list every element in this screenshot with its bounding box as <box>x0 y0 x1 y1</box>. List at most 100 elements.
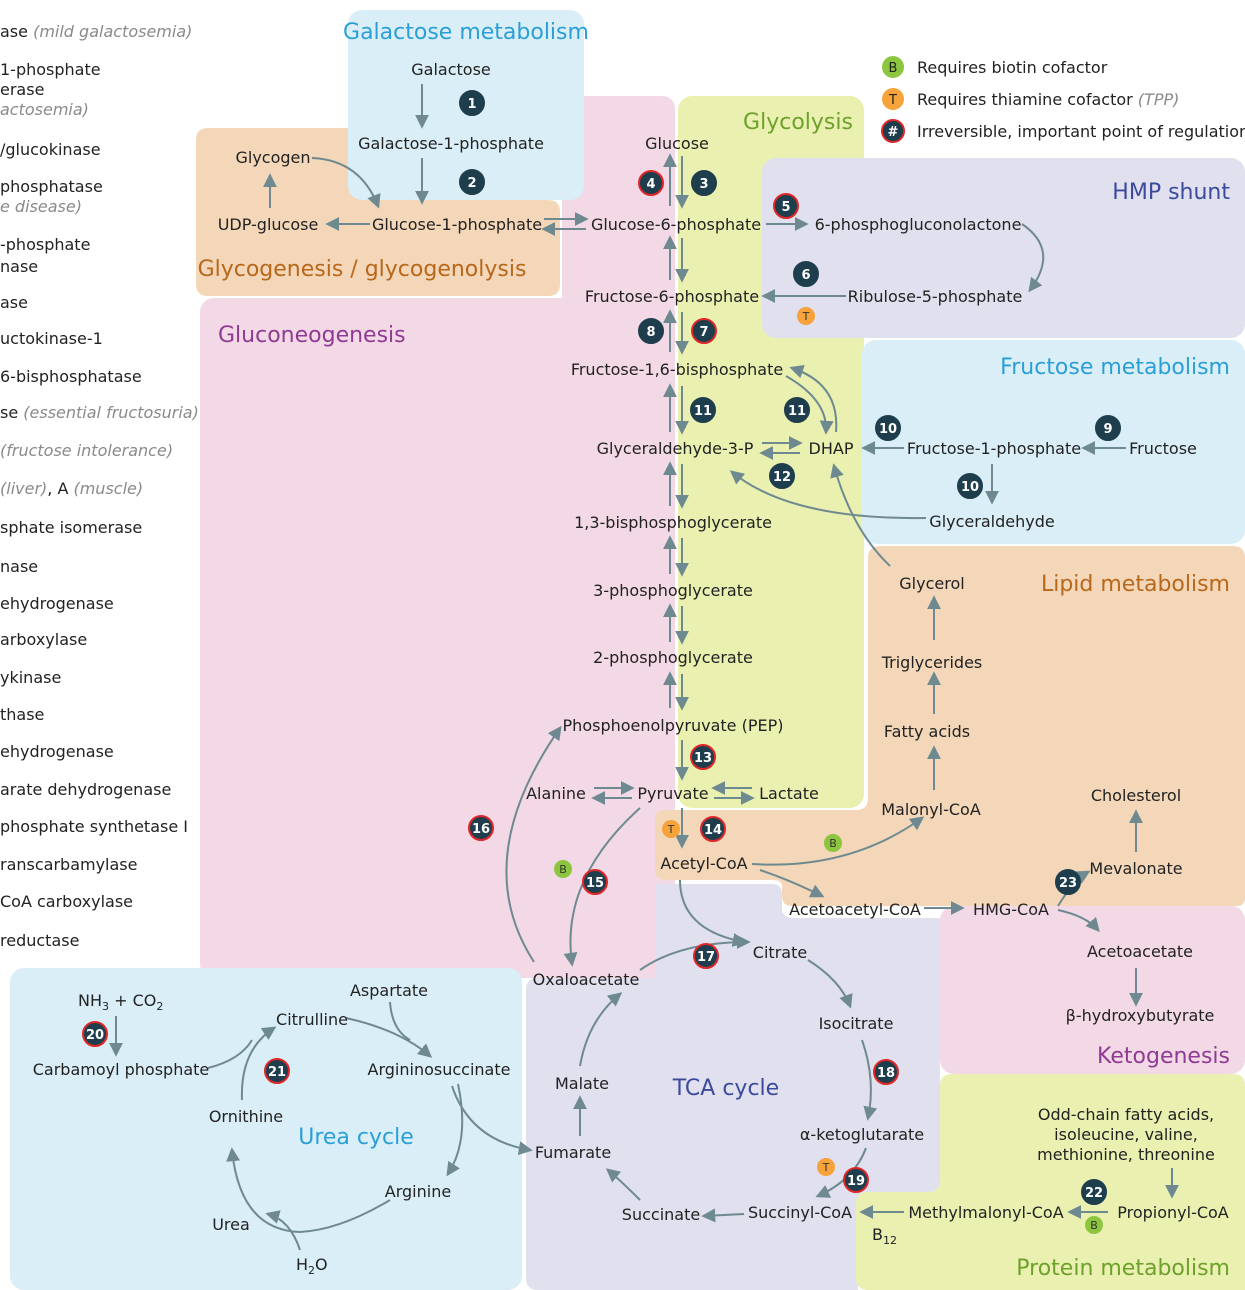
metabolite-ornithine: Ornithine <box>209 1107 283 1126</box>
protein-region <box>856 1074 1245 1290</box>
metabolite-malate: Malate <box>555 1074 609 1093</box>
svg-text:17: 17 <box>697 950 715 965</box>
metabolite-fructose-1-6-bisphosphate: Fructose-1,6-bisphosphate <box>571 360 783 379</box>
metabolite-1-3-bisphosphoglycerate: 1,3-bisphosphoglycerate <box>574 513 772 532</box>
gluconeogenesis-top-region <box>562 96 675 316</box>
svg-text:20: 20 <box>86 1028 104 1043</box>
svg-text:B: B <box>829 837 837 850</box>
metabolite-galactose-1-phosphate: Galactose-1-phosphate <box>358 134 544 153</box>
svg-text:8: 8 <box>646 325 655 340</box>
svg-text:B: B <box>1090 1219 1098 1232</box>
svg-text:22: 22 <box>1085 1186 1103 1201</box>
metabolite-glycerol: Glycerol <box>899 574 964 593</box>
metabolite-mevalonate: Mevalonate <box>1089 859 1182 878</box>
svg-text:4: 4 <box>646 177 655 192</box>
galactose-metabolism-title: Galactose metabolism <box>343 20 589 45</box>
metabolite-acetyl-coa: Acetyl-CoA <box>660 854 747 873</box>
metabolite-acetoacetyl-coa: Acetoacetyl-CoA <box>789 900 921 919</box>
svg-text:10: 10 <box>961 480 979 495</box>
enzyme-list-item: thase <box>0 705 44 724</box>
step-badge-18: 18 <box>873 1059 899 1085</box>
svg-text:5: 5 <box>781 200 790 215</box>
metabolite-h2o: H2O <box>296 1255 328 1277</box>
metabolite-argininosuccinate: Argininosuccinate <box>368 1060 511 1079</box>
metabolite-labels: Galactose Galactose-1-phosphate Glycogen… <box>33 60 1229 1277</box>
urea-cycle-title: Urea cycle <box>298 1125 414 1150</box>
step-badge-21: 21 <box>264 1058 290 1084</box>
odd-chain-line-1: Odd-chain fatty acids, <box>1038 1105 1214 1124</box>
metabolite-glucose-6-phosphate: Glucose-6-phosphate <box>591 215 761 234</box>
metabolite-3-phosphoglycerate: 3-phosphoglycerate <box>593 581 753 600</box>
enzyme-list-item: phosphate synthetase I <box>0 817 188 836</box>
metabolite-udp-glucose: UDP-glucose <box>218 215 319 234</box>
fructose-metabolism-title: Fructose metabolism <box>1000 355 1230 380</box>
hmp-region <box>762 158 1245 338</box>
odd-chain-line-3: methionine, threonine <box>1037 1145 1215 1164</box>
step-badge-22: 22 <box>1081 1179 1107 1205</box>
svg-text:1: 1 <box>467 97 476 112</box>
metabolite-isocitrate: Isocitrate <box>819 1014 894 1033</box>
svg-text:11: 11 <box>788 404 806 419</box>
svg-text:7: 7 <box>699 325 708 340</box>
thiamine-cofactor-icon: T <box>817 1158 835 1176</box>
thiamine-cofactor-icon: T <box>662 820 680 838</box>
metabolite-oxaloacetate: Oxaloacetate <box>533 970 640 989</box>
step-badge-5: 5 <box>773 193 799 219</box>
gluconeogenesis-region <box>200 298 675 978</box>
metabolite-ribulose-5-phosphate: Ribulose-5-phosphate <box>848 287 1023 306</box>
svg-text:18: 18 <box>877 1066 895 1081</box>
ketogenesis-title: Ketogenesis <box>1097 1044 1230 1069</box>
svg-text:2: 2 <box>467 176 476 191</box>
svg-text:9: 9 <box>1103 422 1112 437</box>
step-badge-11: 11 <box>690 397 716 423</box>
metabolite-pyruvate: Pyruvate <box>637 784 708 803</box>
metabolite-methylmalonyl-coa: Methylmalonyl-CoA <box>908 1203 1063 1222</box>
step-badge-20: 20 <box>82 1021 108 1047</box>
gluconeogenesis-title: Gluconeogenesis <box>218 323 406 348</box>
step-badge-17: 17 <box>693 943 719 969</box>
odd-chain-line-2: isoleucine, valine, <box>1054 1125 1198 1144</box>
hmp-shunt-title: HMP shunt <box>1112 180 1230 205</box>
enzyme-list-item: se (essential fructosuria) <box>0 403 199 422</box>
metabolite-glyceraldehyde-3-p: Glyceraldehyde-3-P <box>597 439 754 458</box>
metabolite-citrulline: Citrulline <box>276 1010 348 1029</box>
lipid-region <box>655 546 1245 906</box>
step-badge-19: 19 <box>843 1167 869 1193</box>
metabolite-galactose: Galactose <box>411 60 491 79</box>
enzyme-list-item: -phosphate <box>0 235 90 254</box>
metabolite-fructose: Fructose <box>1129 439 1197 458</box>
enzyme-list-item: ykinase <box>0 668 61 687</box>
lipid-metabolism-title: Lipid metabolism <box>1041 572 1230 597</box>
step-badge-14: 14 <box>700 816 726 842</box>
metabolite-malonyl-coa: Malonyl-CoA <box>881 800 981 819</box>
regulation-legend-symbol: # <box>888 125 899 140</box>
metabolite-2-phosphoglycerate: 2-phosphoglycerate <box>593 648 753 667</box>
regulation-legend-label: Irreversible, important point of regulat… <box>917 122 1245 141</box>
svg-text:16: 16 <box>472 822 490 837</box>
glycogen-region <box>196 128 560 296</box>
enzyme-list-item: ehydrogenase <box>0 594 114 613</box>
metabolite-dhap: DHAP <box>809 439 854 458</box>
enzyme-list-item: phosphatase <box>0 177 103 196</box>
thiamine-cofactor-icon: T <box>797 307 815 325</box>
metabolite-fumarate: Fumarate <box>535 1143 611 1162</box>
svg-text:B: B <box>559 863 567 876</box>
metabolite-succinyl-coa: Succinyl-CoA <box>748 1203 852 1222</box>
metabolite-succinate: Succinate <box>622 1205 700 1224</box>
metabolite-acetoacetate: Acetoacetate <box>1087 942 1193 961</box>
biotin-cofactor-icon: B <box>824 834 842 852</box>
thiamine-legend-symbol: T <box>888 93 897 108</box>
enzyme-list-item: 1-phosphate <box>0 60 101 79</box>
metabolite-arginine: Arginine <box>385 1182 451 1201</box>
svg-text:15: 15 <box>586 876 604 891</box>
step-badge-11b: 11 <box>784 397 810 423</box>
metabolite-glucose: Glucose <box>645 134 709 153</box>
step-badge-23: 23 <box>1055 869 1081 895</box>
labels: ase (mild galactosemia)1-phosphateerasea… <box>0 20 1245 1281</box>
svg-text:13: 13 <box>694 751 712 766</box>
metabolite-alpha-ketoglutarate: α-ketoglutarate <box>800 1125 924 1144</box>
enzyme-list-item: /glucokinase <box>0 140 101 159</box>
protein-metabolism-title: Protein metabolism <box>1016 1256 1230 1281</box>
